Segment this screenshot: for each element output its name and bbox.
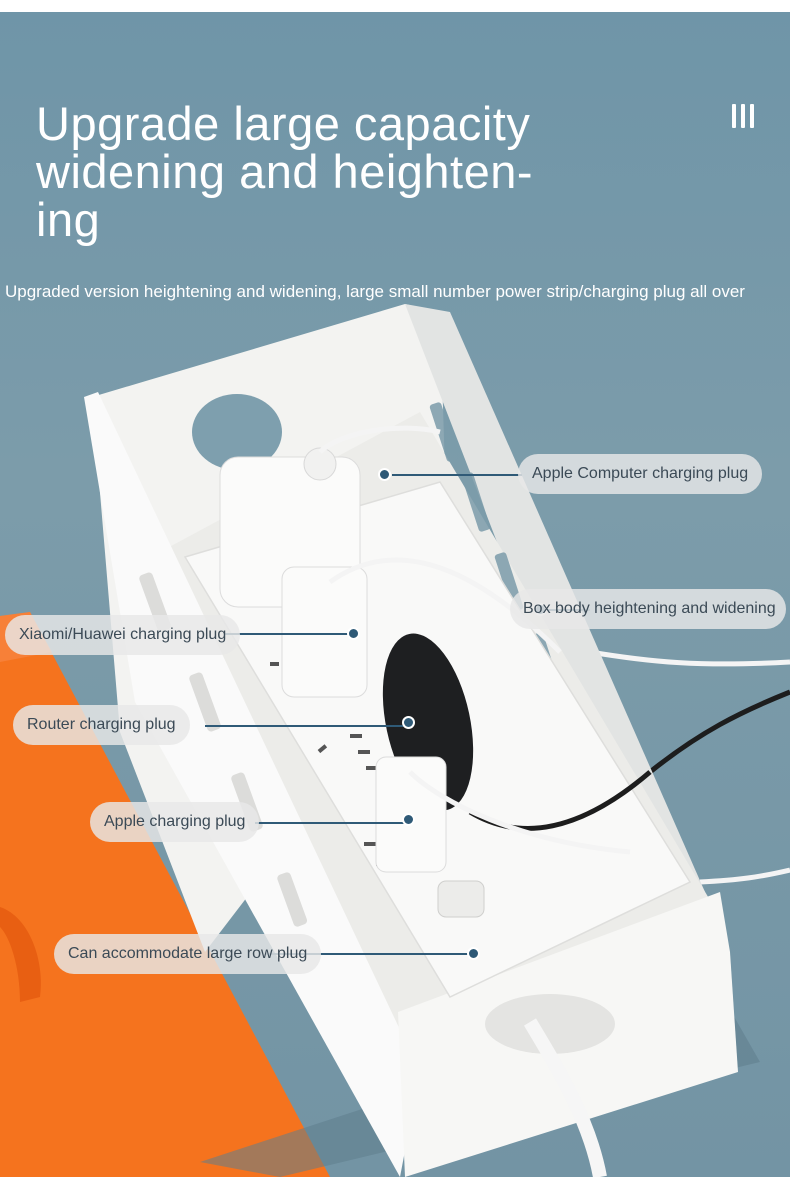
product-photo: Upgrade large capacity widening and heig…	[0, 12, 790, 1177]
callout-row-plug: Can accommodate large row plug	[54, 934, 322, 974]
box-left-wall	[84, 392, 420, 1177]
callout-dot	[347, 627, 360, 640]
orange-object	[0, 907, 41, 1002]
orange-surface	[0, 612, 330, 1177]
box-hole-front	[485, 994, 615, 1054]
callout-box-body: Box body heightening and widening	[510, 589, 786, 629]
callout-xiaomi-huawei-plug: Xiaomi/Huawei charging plug	[5, 615, 241, 655]
callout-dot	[402, 813, 415, 826]
cable-box-illustration	[0, 304, 790, 1177]
power-cable	[523, 1018, 607, 1177]
callout-dot	[378, 468, 391, 481]
callout-router-plug: Router charging plug	[13, 705, 190, 745]
callout-line	[225, 633, 355, 635]
callout-dot	[402, 716, 415, 729]
callout-line	[205, 725, 405, 727]
page-title: Upgrade large capacity widening and heig…	[36, 97, 534, 246]
callout-line	[392, 474, 522, 476]
power-button	[437, 880, 485, 918]
three-bars-icon	[732, 104, 760, 130]
xiaomi-huawei-charger	[281, 566, 368, 698]
box-hole-back	[192, 394, 282, 470]
callout-dot	[467, 947, 480, 960]
callout-line	[265, 953, 475, 955]
page-subtitle: Upgraded version heightening and widenin…	[5, 282, 745, 301]
callout-line	[255, 822, 405, 824]
callout-apple-plug: Apple charging plug	[90, 802, 260, 842]
callout-apple-computer-plug: Apple Computer charging plug	[518, 454, 763, 494]
